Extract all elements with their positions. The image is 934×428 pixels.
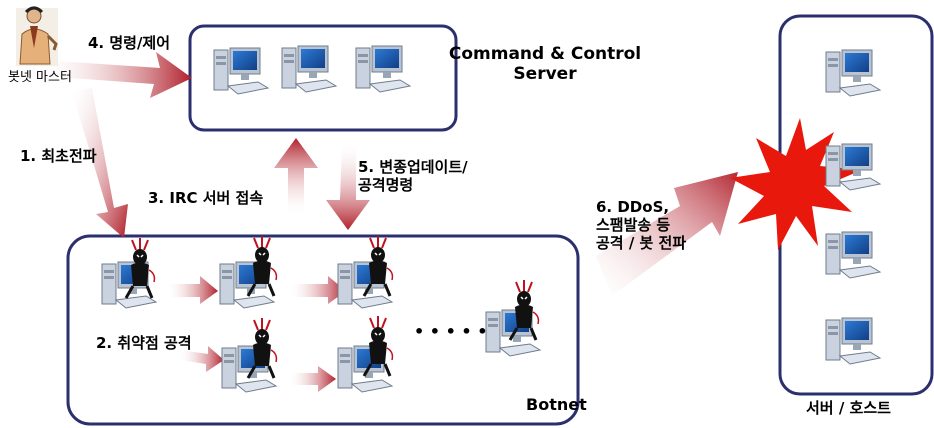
cc-computer-icon: [281, 45, 337, 93]
cc-computer-icon: [213, 47, 269, 95]
host-computer-icon: [825, 143, 881, 191]
variant-update-label: 5. 변종업데이트/ 공격명령: [358, 158, 468, 194]
command-arrow: [42, 52, 192, 98]
host-computer-icon: [825, 49, 881, 97]
exploit-label: 2. 취약점 공격: [96, 334, 192, 352]
cc-server-box: [188, 24, 458, 132]
cc-computer-icon: [355, 45, 411, 93]
spread-arrow-4: [290, 366, 336, 392]
initial-spread-label: 1. 최초전파: [20, 147, 97, 165]
spread-arrow-2: [290, 276, 346, 304]
initial-spread-arrow: [72, 88, 128, 238]
explosion-icon: [730, 118, 862, 250]
update-down-arrow: [326, 144, 370, 230]
host-computer-icon: [825, 231, 881, 279]
target-hosts-label: 서버 / 호스트: [806, 399, 891, 417]
ddos-arrow: [596, 172, 738, 296]
spread-arrow-1: [168, 276, 218, 304]
person-icon: [16, 6, 58, 66]
spread-arrow-3: [180, 346, 224, 372]
botnet-box: [66, 234, 580, 426]
botnet-master-label: 봇넷 마스터: [8, 70, 72, 85]
host-computer-icon: [825, 317, 881, 365]
ddos-label: 6. DDoS, 스팸발송 등 공격 / 봇 전파: [596, 198, 687, 252]
ellipsis-label: • • • • •: [414, 322, 488, 341]
command-label: 4. 명령/제어: [88, 34, 171, 52]
irc-up-arrow: [274, 138, 318, 214]
irc-connect-label: 3. IRC 서버 접속: [148, 189, 264, 207]
botnet-label: Botnet: [526, 395, 587, 414]
cc-server-label: Command & Control Server: [448, 44, 642, 85]
